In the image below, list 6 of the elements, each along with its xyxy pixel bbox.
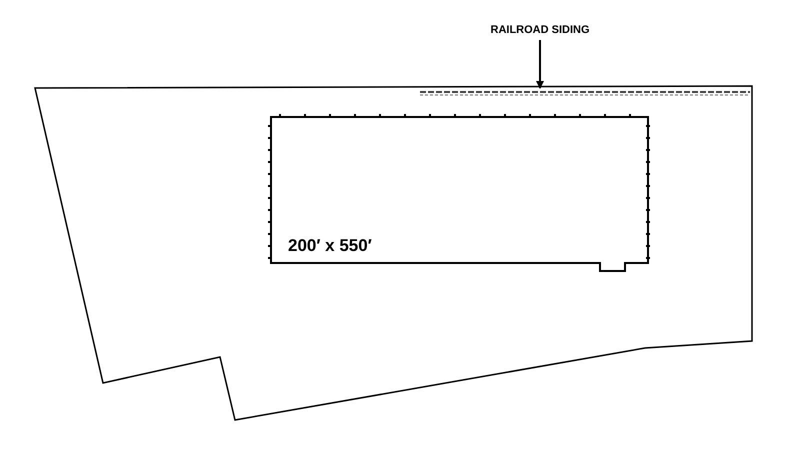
building-outline <box>270 116 650 273</box>
callout-label: RAILROAD SIDING <box>470 22 610 38</box>
railroad-track <box>420 89 750 97</box>
arrow <box>536 40 544 89</box>
dimension-label: 200′ x 550′ <box>288 236 372 256</box>
property-boundary <box>34 85 754 422</box>
